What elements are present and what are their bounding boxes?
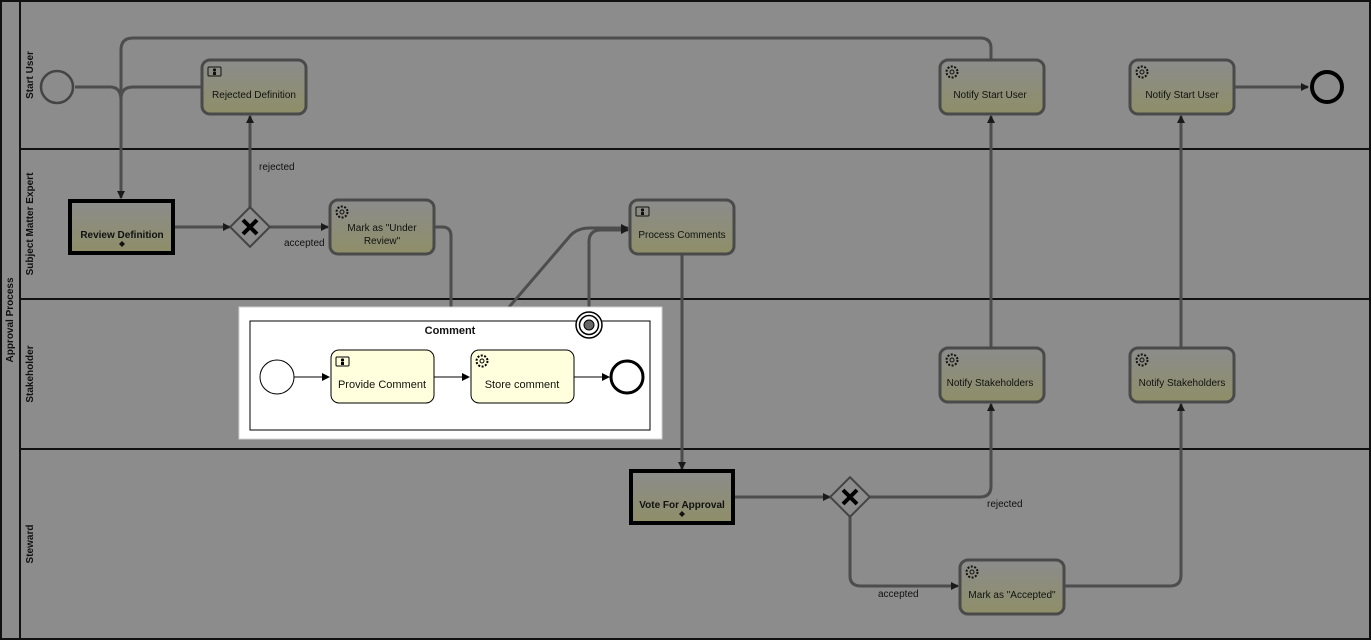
task-process-comments[interactable]: Process Comments (628, 198, 736, 256)
lane-label-sme: Subject Matter Expert (25, 172, 36, 275)
start-event[interactable] (39, 69, 75, 105)
flow-comment-to-process[interactable] (496, 224, 629, 321)
task-label: Rejected Definition (212, 90, 296, 101)
task-label: Vote For Approval (639, 500, 725, 511)
service-task-icon (1135, 353, 1149, 367)
task-mark-under-review[interactable]: Mark as "Under Review" (328, 198, 436, 256)
timer-boundary-event[interactable] (575, 311, 603, 339)
task-rejected-definition[interactable]: Rejected Definition (200, 58, 308, 116)
task-label: Process Comments (638, 230, 725, 241)
user-task-icon (635, 206, 650, 217)
user-task-icon (207, 66, 222, 77)
flow-label-accepted-top: accepted (284, 238, 325, 249)
exclusive-gateway-review[interactable] (228, 205, 272, 249)
task-label: Notify Start User (953, 90, 1027, 101)
pool-label: Approval Process (5, 277, 16, 362)
end-event[interactable] (1310, 70, 1344, 104)
gateway-x-icon (241, 218, 259, 236)
task-store-comment[interactable]: Store comment (470, 349, 575, 404)
task-notify-stakeholders-2[interactable]: Notify Stakeholders (1128, 346, 1236, 404)
task-label: Provide Comment (338, 379, 426, 391)
call-activity-marker (119, 241, 125, 247)
service-task-icon (945, 353, 959, 367)
flow-label-rejected-top: rejected (259, 162, 295, 173)
task-label-line-1: Mark as "Under (347, 223, 417, 234)
user-task-icon (335, 356, 350, 367)
exclusive-gateway-vote[interactable] (828, 475, 872, 519)
subprocess-border (249, 320, 651, 431)
lanes: Start User Subject Matter Expert Stakeho… (20, 51, 1370, 563)
service-task-icon (475, 354, 489, 368)
flow-gateway-rejected-bottom[interactable] (870, 403, 995, 499)
task-mark-accepted[interactable]: Mark as "Accepted" (958, 558, 1066, 616)
flow-label-accepted-bottom: accepted (878, 589, 919, 600)
task-notify-start-user-1[interactable]: Notify Start User (938, 58, 1046, 116)
flow-start-to-review[interactable] (75, 85, 125, 199)
subprocess-title: Comment (425, 325, 476, 337)
subprocess-comment[interactable]: Comment Provide Comment Store comment (238, 306, 663, 440)
gateway-x-icon (841, 488, 859, 506)
lane-label-start-user: Start User (25, 51, 36, 99)
flow-gateway-accepted-bottom[interactable] (848, 517, 959, 590)
flow-accepted-to-stakeholders[interactable] (1065, 403, 1185, 588)
subprocess-end-event[interactable] (609, 359, 645, 395)
service-task-icon (1135, 65, 1149, 79)
task-label: Store comment (485, 379, 560, 391)
service-task-icon (945, 65, 959, 79)
task-label-line-2: Review" (364, 236, 401, 247)
task-notify-stakeholders-1[interactable]: Notify Stakeholders (938, 346, 1046, 404)
sequence-flows (75, 36, 1309, 590)
call-activity-review-definition[interactable]: Review Definition (68, 199, 175, 255)
flow-notify-loop[interactable] (119, 36, 993, 99)
call-activity-vote-for-approval[interactable]: Vote For Approval (629, 469, 735, 525)
call-activity-marker (679, 511, 685, 517)
task-provide-comment[interactable]: Provide Comment (330, 349, 435, 404)
lane-label-stakeholder: Stakeholder (25, 345, 36, 402)
flow-timer-to-process[interactable] (587, 226, 629, 312)
subprocess-start-event[interactable] (259, 359, 295, 395)
service-task-icon (965, 565, 979, 579)
task-label: Notify Stakeholders (1139, 378, 1226, 389)
flow-mark-review-to-comment[interactable] (434, 225, 455, 319)
flow-label-rejected-bottom: rejected (987, 499, 1023, 510)
task-label: Review Definition (80, 230, 163, 241)
service-task-icon (335, 205, 349, 219)
lane-label-steward: Steward (25, 525, 36, 564)
task-label: Mark as "Accepted" (968, 590, 1056, 601)
task-label: Notify Start User (1145, 90, 1219, 101)
task-label: Notify Stakeholders (947, 378, 1034, 389)
task-notify-start-user-2[interactable]: Notify Start User (1128, 58, 1236, 116)
